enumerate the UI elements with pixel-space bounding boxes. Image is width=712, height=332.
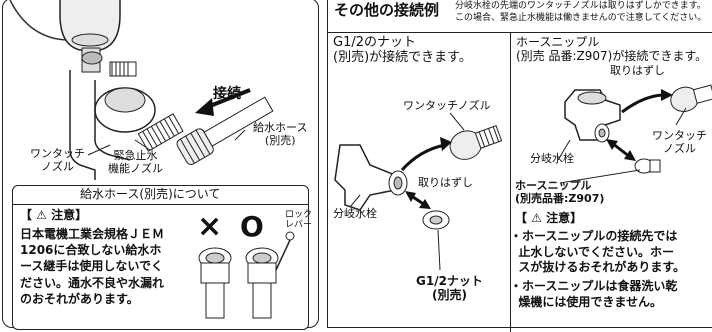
hose-label: 給水ホース (別売) bbox=[253, 121, 308, 147]
col1-nut-label: G1/2ナット (別売) bbox=[416, 274, 483, 302]
other-examples-heading: その他の接続例 bbox=[334, 1, 440, 19]
col1-faucet-label: 分岐水栓 bbox=[333, 207, 377, 220]
col2-caution-item-2: ・ホースニップルは食器洗い乾 燥機には使用できません。 bbox=[510, 279, 678, 309]
emergency-nozzle-label: 緊急止水 機能ノズル bbox=[108, 149, 163, 175]
col2-faucet-label: 分岐水栓 bbox=[530, 152, 574, 165]
col2-illustration bbox=[557, 84, 712, 184]
right-header-divider bbox=[327, 32, 712, 33]
col1-illustration bbox=[334, 112, 503, 271]
col2-onetouch-label: ワンタッチ ノズル bbox=[652, 129, 707, 155]
right-col-divider bbox=[510, 32, 511, 332]
o-mark-icon: O bbox=[240, 210, 264, 243]
col1-title: G1/2のナット (別売)が接続できます。 bbox=[333, 35, 472, 65]
notice-box-title: 給水ホース(別売)について bbox=[80, 187, 221, 201]
caution-heading: 【 ⚠ 注意】 bbox=[20, 208, 88, 222]
connect-label: 接続 bbox=[213, 86, 241, 102]
col2-nipple-label: ホースニップル (別売品番:Z907) bbox=[515, 179, 605, 205]
notice-title-divider bbox=[12, 204, 309, 205]
lock-lever-label: ロック レバー bbox=[285, 210, 313, 231]
col1-onetouch-label: ワンタッチノズル bbox=[403, 99, 491, 112]
col2-title: ホースニップル (別売 品番:Z907)が接続できます。 bbox=[516, 35, 708, 63]
hose-fittings-illustration bbox=[198, 231, 295, 319]
onetouch-nozzle-label: ワンタッチ ノズル bbox=[30, 147, 85, 173]
caution-text: 日本電機工業会規格ＪＥＭ 1206に合致しない給水ホ ース継手は使用しないでく … bbox=[20, 227, 165, 306]
other-examples-note: 分岐水栓の先端のワンタッチノズルは取りはずしかできます。 この場合、緊急止水機能… bbox=[455, 1, 707, 24]
col2-remove-label: 取りはずし bbox=[610, 64, 665, 77]
col1-remove-label: 取りはずし bbox=[418, 176, 473, 189]
col2-caution-heading: 【 ⚠ 注意】 bbox=[515, 211, 583, 225]
x-mark-icon: × bbox=[197, 209, 223, 244]
faucet-illustration bbox=[9, 0, 274, 180]
col2-caution-item-1: ・ホースニップルの接続先では 止水しないでください。ホー スが抜けるおそれがあり… bbox=[510, 229, 686, 275]
